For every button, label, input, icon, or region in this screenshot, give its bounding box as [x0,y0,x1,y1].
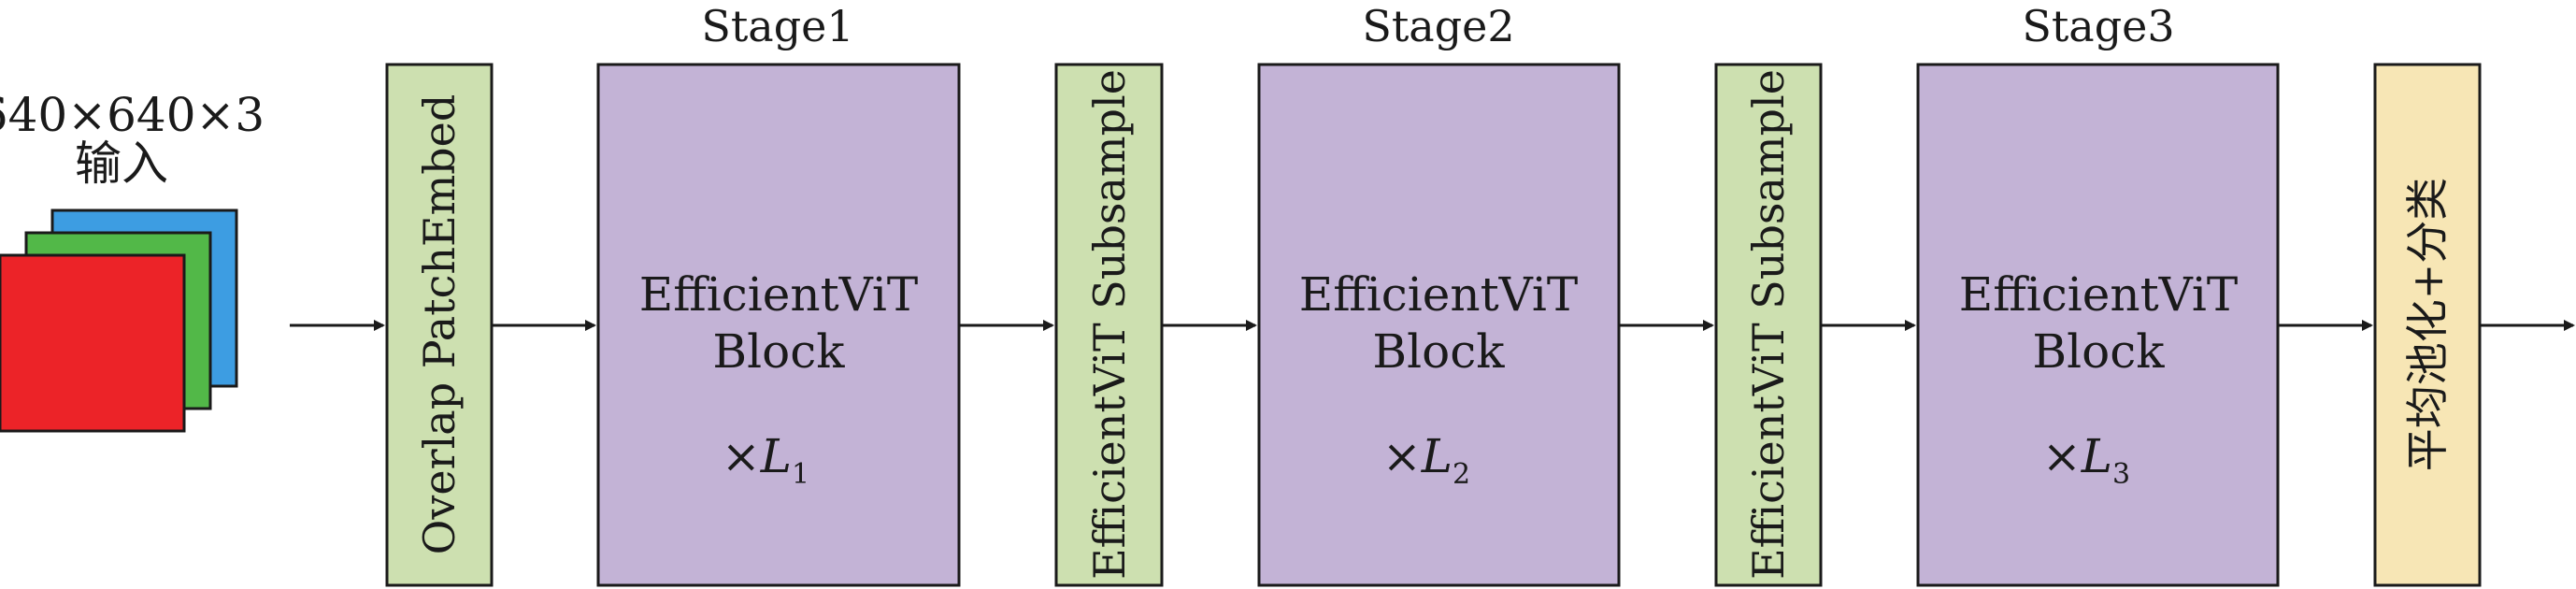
stage2-repeat-var: L [1421,429,1453,483]
stage2-repeat-sub: 2 [1453,458,1470,491]
input-size-label: 640×640×3 [0,88,265,142]
subsample2-box [1714,63,1823,587]
input-layer-red [0,253,186,433]
pool-classify-label: 平均池化+分类 [2402,178,2453,472]
stage3-repeat-var: L [2081,429,2112,483]
stage1-repeat-var: L [760,429,792,483]
input-name-label: 输入 [75,136,168,191]
patch-embed-label: Overlap PatchEmbed [414,94,465,555]
stage3-repeat-prefix: × [2042,429,2082,483]
stage2-repeat: ×L2 [1382,429,1470,491]
stage3-title: Stage3 [2022,1,2174,51]
stage1-repeat-sub: 1 [792,458,809,491]
subsample1-label: EfficientViT Subsample [1084,69,1135,580]
stage2-repeat-prefix: × [1382,429,1422,483]
stage1-block-line1: EfficientViT [639,267,918,322]
stage2-block-line2: Block [1372,324,1505,379]
patch-embed-box [385,63,494,587]
stage1-repeat-prefix: × [722,429,761,483]
stage1-title: Stage1 [701,1,853,51]
stage2-title: Stage2 [1362,1,1514,51]
subsample2-label: EfficientViT Subsample [1743,69,1794,580]
input-image-stack [0,208,238,433]
stage3-repeat: ×L3 [2042,429,2130,491]
stage3-block-line2: Block [2032,324,2165,379]
stage3-block-line1: EfficientViT [1959,267,2238,322]
stage1-block-line2: Block [712,324,845,379]
stage1-block [596,63,961,587]
stage2-block-line1: EfficientViT [1299,267,1578,322]
stage3-repeat-sub: 3 [2112,458,2130,491]
stage2-block [1257,63,1621,587]
stage3-block [1916,63,2280,587]
pool-classify-box [2373,63,2482,587]
subsample1-box [1054,63,1164,587]
stage1-repeat: ×L1 [722,429,809,491]
